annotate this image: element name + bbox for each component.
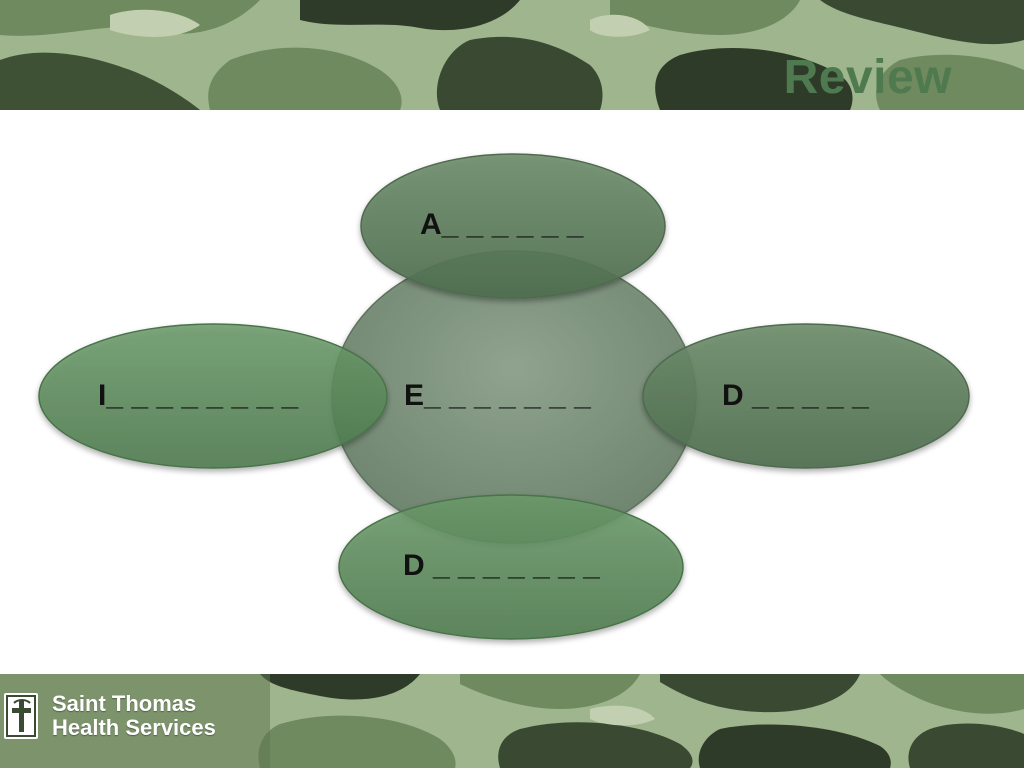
slide-title: Review bbox=[783, 51, 952, 104]
bottom-label: D _ _ _ _ _ _ _ bbox=[403, 549, 600, 582]
cross-logo-icon bbox=[4, 693, 38, 739]
right-label: D _ _ _ _ _ bbox=[722, 379, 869, 412]
header-camo-band bbox=[0, 0, 1024, 110]
left-ellipse bbox=[38, 323, 388, 469]
bottom-ellipse bbox=[338, 494, 684, 640]
top-label: A_ _ _ _ _ _ bbox=[420, 208, 584, 241]
top-ellipse bbox=[360, 153, 666, 299]
right-ellipse bbox=[642, 323, 970, 469]
center-label: E_ _ _ _ _ _ _ bbox=[404, 379, 591, 412]
logo-text: Saint Thomas Health Services bbox=[52, 692, 216, 740]
left-label: I_ _ _ _ _ _ _ _ bbox=[98, 379, 299, 412]
organization-logo: Saint Thomas Health Services bbox=[4, 690, 216, 742]
logo-line-1: Saint Thomas bbox=[52, 691, 197, 716]
footer-camo-band bbox=[0, 674, 1024, 768]
logo-line-2: Health Services bbox=[52, 715, 216, 740]
